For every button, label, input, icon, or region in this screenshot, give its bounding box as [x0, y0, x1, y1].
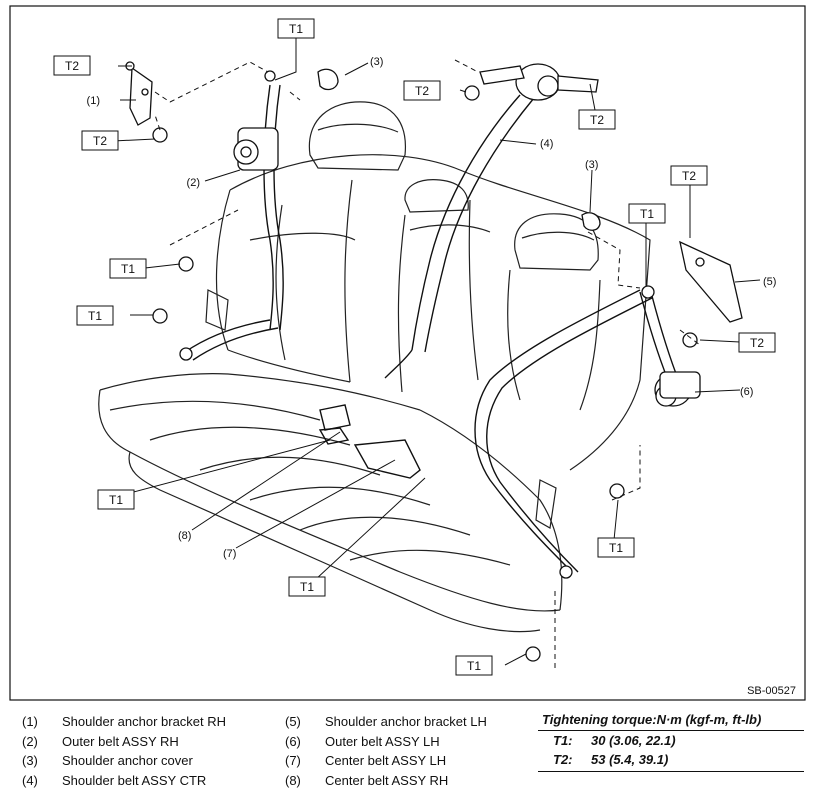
torque-box-label: T1: [109, 493, 123, 507]
torque-box-label: T2: [750, 336, 764, 350]
belt-webbing: [184, 84, 681, 573]
torque-rule: [538, 769, 804, 772]
legend-num: (8): [285, 772, 301, 788]
torque-box: T2: [403, 80, 441, 101]
torque-box: T1: [277, 18, 315, 39]
torque-box-label: T1: [609, 541, 623, 555]
callout-8: (8): [178, 530, 191, 542]
torque-row-label: T1:: [553, 733, 573, 748]
legend-item: (6) Outer belt ASSY LH: [285, 732, 487, 752]
torque-box-label: T1: [300, 580, 314, 594]
legend-column-left: (1) Shoulder anchor bracket RH (2) Outer b…: [22, 712, 226, 790]
torque-title: Tightening torque:N·m (kgf-m, ft-lb): [538, 710, 804, 731]
torque-box-label: T1: [289, 22, 303, 36]
assembly-lines: [154, 59, 701, 668]
torque-row-value: 53 (5.4, 39.1): [591, 752, 669, 767]
torque-box-label: T1: [640, 207, 654, 221]
torque-box-label: T2: [590, 113, 604, 127]
torque-row-label: T2:: [553, 752, 573, 767]
legend-label: Outer belt ASSY LH: [325, 733, 440, 749]
legend-num: (5): [285, 714, 301, 729]
rear-seat-drawing: [98, 101, 651, 633]
torque-box: T1: [455, 655, 493, 676]
callout-7: (7): [223, 548, 236, 560]
torque-boxes: T1 T1 T1 T1 T1 T1 T1 T1 T2 T2 T2 T2 T2 T…: [53, 18, 776, 676]
torque-box-label: T1: [88, 309, 102, 323]
figure-code: SB-00527: [747, 685, 796, 697]
torque-box: T2: [738, 332, 776, 353]
torque-box: T2: [53, 55, 91, 76]
torque-box: T1: [288, 576, 326, 597]
torque-row: T2: 53 (5.4, 39.1): [538, 750, 804, 769]
legend-item: (4) Shoulder belt ASSY CTR: [22, 771, 226, 791]
torque-box-label: T2: [682, 169, 696, 183]
part-callouts: (1) (2) (3) (4) (3) (5) (6) (8) (7): [87, 56, 777, 560]
torque-box: T2: [578, 109, 616, 130]
torque-row: T1: 30 (3.06, 22.1): [538, 731, 804, 750]
torque-table: Tightening torque:N·m (kgf-m, ft-lb) T1:…: [538, 710, 804, 772]
torque-box-label: T2: [65, 59, 79, 73]
legend-column-right: (5) Shoulder anchor bracket LH (6) Outer b…: [285, 712, 487, 790]
legend-num: (3): [22, 753, 38, 768]
torque-box: T1: [597, 537, 635, 558]
legend-item: (7) Center belt ASSY LH: [285, 751, 487, 771]
legend-item: (8) Center belt ASSY RH: [285, 771, 487, 791]
callout-1: (1): [87, 95, 100, 107]
legend-label: Shoulder anchor bracket RH: [62, 714, 227, 729]
torque-box: T1: [97, 489, 135, 510]
legend-item: (1) Shoulder anchor bracket RH: [22, 712, 226, 732]
leader-lines: [112, 38, 761, 666]
legend-label: Center belt ASSY RH: [325, 772, 449, 788]
legend-label: Shoulder anchor bracket LH: [325, 714, 487, 729]
legend-item: (3) Shoulder anchor cover: [22, 751, 226, 771]
legend-label: Shoulder belt ASSY CTR: [62, 772, 207, 788]
torque-box-label: T1: [467, 659, 481, 673]
legend-label: Shoulder anchor cover: [62, 753, 193, 768]
callout-4: (4): [540, 138, 553, 150]
diagram-frame: [9, 5, 806, 701]
torque-box-label: T2: [93, 134, 107, 148]
torque-box: T1: [109, 258, 147, 279]
torque-box: T1: [76, 305, 114, 326]
torque-box-label: T2: [415, 84, 429, 98]
legend-num: (6): [285, 733, 301, 749]
torque-row-value: 30 (3.06, 22.1): [591, 733, 676, 748]
legend-label: Center belt ASSY LH: [325, 753, 447, 768]
torque-box: T2: [81, 130, 119, 151]
legend-num: (4): [22, 772, 38, 788]
legend-item: (2) Outer belt ASSY RH: [22, 732, 226, 752]
legend-label: Outer belt ASSY RH: [62, 733, 179, 749]
torque-box-label: T1: [121, 262, 135, 276]
legend-num: (7): [285, 753, 301, 768]
belt-hardware: [125, 61, 743, 662]
callout-6: (6): [740, 386, 753, 398]
legend-item: (5) Shoulder anchor bracket LH: [285, 712, 487, 732]
callout-5: (5): [763, 276, 776, 288]
torque-box: T2: [670, 165, 708, 186]
callout-2: (2): [187, 177, 200, 189]
legend-num: (1): [22, 714, 38, 729]
legend-num: (2): [22, 733, 38, 749]
torque-box: T1: [628, 203, 666, 224]
callout-3-rh: (3): [370, 56, 383, 68]
callout-3-lh: (3): [585, 159, 598, 171]
